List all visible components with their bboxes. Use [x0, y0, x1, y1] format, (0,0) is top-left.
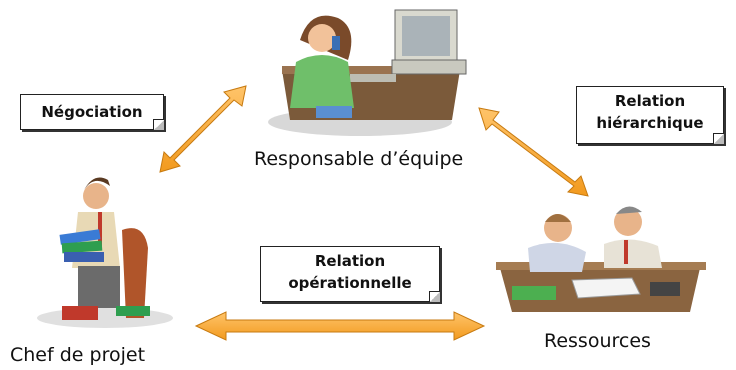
- hierarchical-arrow: [478, 107, 589, 197]
- man-with-binders-icon: [37, 177, 173, 328]
- two-men-meeting-icon: [496, 206, 706, 312]
- operational-text-line1: Relation: [314, 252, 386, 270]
- note-fold-icon: [713, 133, 724, 144]
- negotiation-text: Négociation: [41, 103, 143, 121]
- resources-label: Ressources: [544, 330, 651, 352]
- negotiation-arrow: [159, 85, 247, 173]
- hierarchical-text-line1: Relation: [614, 92, 686, 110]
- negotiation-note: Négociation: [20, 94, 164, 130]
- team-lead-label: Responsable d’équipe: [254, 148, 464, 170]
- operational-arrow: [194, 311, 486, 341]
- hierarchical-text-line2: hiérarchique: [596, 114, 704, 132]
- project-manager-label: Chef de projet: [10, 344, 146, 366]
- hierarchical-note: Relation hiérarchique: [576, 86, 724, 144]
- note-fold-icon: [429, 291, 440, 302]
- note-fold-icon: [153, 119, 164, 130]
- woman-at-computer-icon: [268, 9, 467, 136]
- operational-text-line2: opérationnelle: [288, 274, 412, 292]
- operational-note: Relation opérationnelle: [260, 246, 440, 302]
